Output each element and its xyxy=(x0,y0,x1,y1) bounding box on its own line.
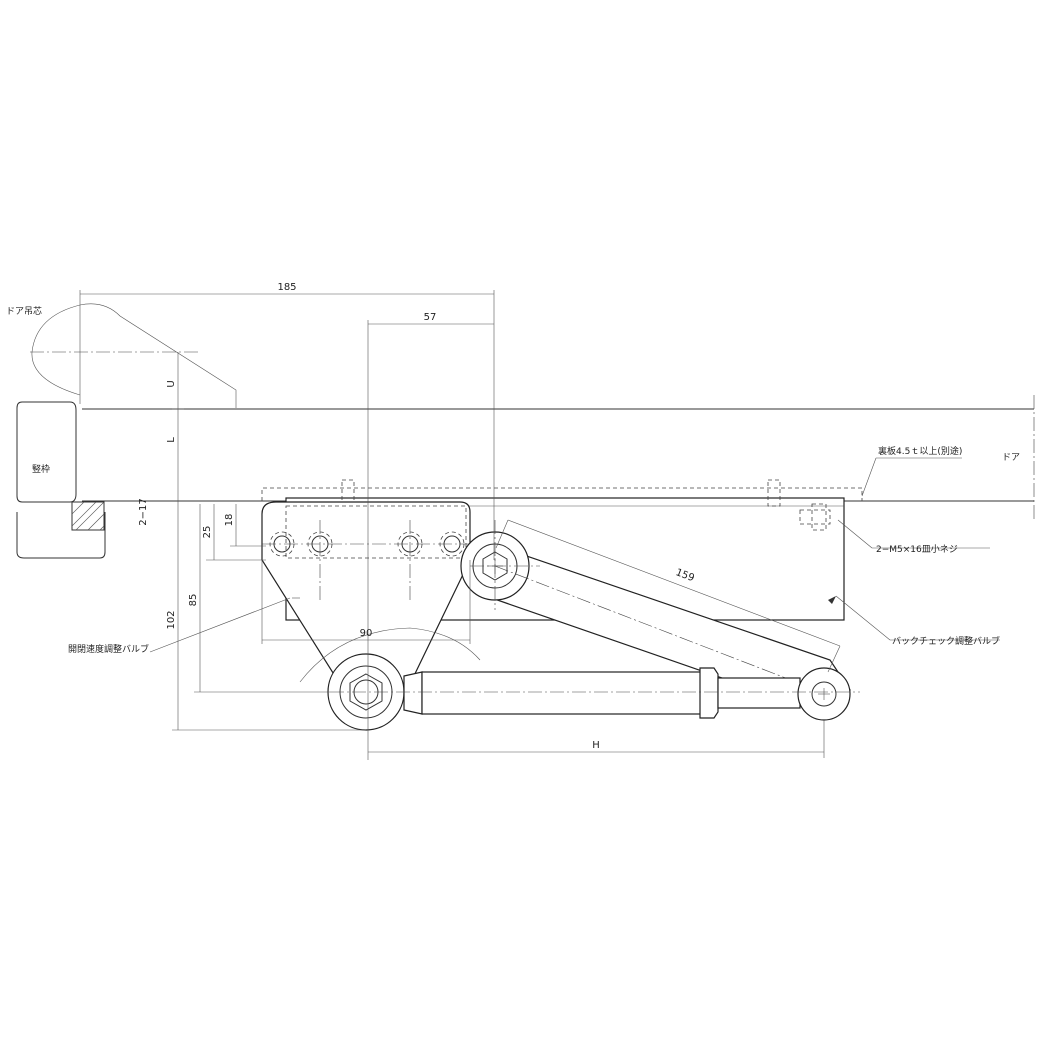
dimension-25-18: 25 18 xyxy=(202,504,266,561)
frame-label: 竪枠 xyxy=(32,463,50,475)
dim-57-label: 57 xyxy=(424,312,437,323)
dimension-57: 57 xyxy=(367,312,494,760)
dim-H-label: H xyxy=(592,740,600,751)
dimension-185: 185 xyxy=(79,282,495,560)
door-frame xyxy=(16,401,106,559)
dimension-90: 90 xyxy=(261,560,471,644)
door-pivot-arc xyxy=(30,303,237,408)
mounting-bracket xyxy=(261,501,500,685)
dim-85-label: 85 xyxy=(188,594,199,607)
dim-2-17-label: 2−17 xyxy=(138,498,149,525)
backcheck-valve-label: バックチェック調整バルブ xyxy=(892,635,1000,647)
door-label: ドア xyxy=(1002,453,1020,463)
closing-speed-valve-label: 開閉速度調整バルブ xyxy=(68,643,149,655)
dimension-159: 159 xyxy=(495,519,841,673)
dim-102-label: 102 xyxy=(166,610,177,629)
backing-plate-outline xyxy=(261,487,863,501)
backing-plate-label: 裏板4.5ｔ以上(別途) xyxy=(878,445,962,457)
forearm-assembly xyxy=(327,653,860,731)
dim-25-label: 25 xyxy=(202,526,213,539)
dim-90-label: 90 xyxy=(360,628,373,639)
dim-185-label: 185 xyxy=(277,282,296,293)
dim-L-label: L xyxy=(166,437,177,443)
dimension-102: 102 xyxy=(166,504,366,731)
bracket-arc xyxy=(299,627,481,683)
dimension-U-L: U L 2−17 xyxy=(138,352,184,526)
main-arm xyxy=(460,520,851,713)
dimension-H: H xyxy=(368,720,825,758)
dimension-85: 85 xyxy=(188,504,330,693)
dim-18-label: 18 xyxy=(224,514,235,527)
screws-label: 2−M5×16皿小ネジ xyxy=(876,544,958,555)
door-pivot-label: ドア吊芯 xyxy=(6,305,42,317)
dim-U-label: U xyxy=(166,380,177,387)
